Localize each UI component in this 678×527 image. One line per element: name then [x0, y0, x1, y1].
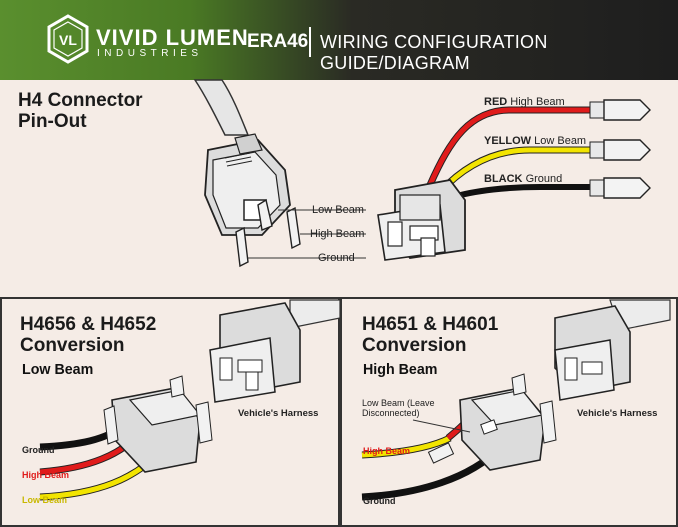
left-subtitle: Low Beam: [22, 361, 94, 378]
right-note-line1: Low Beam (Leave: [362, 398, 435, 408]
left-harness-label: Vehicle's Harness: [238, 408, 319, 419]
left-harness-illustration: [209, 299, 341, 403]
right-title-line2: Conversion: [362, 335, 467, 356]
left-wire-ground-label: Ground: [22, 445, 55, 455]
right-title-line1: H4651 & H4601: [362, 314, 499, 335]
right-section-title: H4651 & H4601 Conversion: [362, 314, 498, 356]
brand-name: VIVID LUMEN: [96, 25, 249, 50]
panel-left-border: [0, 297, 340, 527]
panel-right-border: [340, 297, 678, 527]
right-subtitle: High Beam: [363, 361, 438, 378]
logo-hexagon-icon: VL: [47, 14, 89, 64]
header-divider: [309, 27, 311, 57]
header-banner: VL VIVID LUMEN INDUSTRIES ERA46 WIRING C…: [0, 0, 678, 80]
h4-plug-illustration: [193, 79, 366, 268]
top-title-line2: Pin-Out: [18, 111, 87, 132]
left-plug-illustration: [39, 375, 213, 501]
wire-yellow-color-word: YELLOW: [484, 135, 532, 147]
pin-label-high-beam: High Beam: [310, 228, 365, 240]
right-wire-ground-label: Ground: [363, 496, 396, 506]
left-wire-high-label: High Beam: [22, 470, 70, 480]
right-harness-illustration: [554, 299, 671, 401]
wire-yellow-function: Low Beam: [534, 135, 587, 147]
right-wire-high-label: High Beam: [363, 446, 411, 456]
h4-socket-illustration: [377, 99, 651, 261]
left-section-title: H4656 & H4652 Conversion: [20, 314, 156, 356]
right-harness-label: Vehicle's Harness: [577, 408, 658, 419]
brand-subtitle: INDUSTRIES: [97, 48, 203, 59]
left-title-line2: Conversion: [20, 335, 125, 356]
right-plug-illustration: [361, 373, 557, 501]
pin-label-ground: Ground: [318, 252, 355, 264]
wire-red-function: High Beam: [510, 96, 565, 108]
model-number: ERA46: [247, 31, 309, 52]
wire-black-function: Ground: [525, 173, 563, 185]
right-note: Low Beam (Leave Disconnected): [362, 398, 435, 418]
wire-label-yellow: YELLOW Low Beam: [484, 135, 586, 147]
wire-label-black: BLACK Ground: [484, 173, 562, 185]
left-title-line1: H4656 & H4652: [20, 314, 157, 335]
top-section-title: H4 Connector Pin-Out: [18, 90, 143, 132]
wire-red-color-word: RED: [484, 96, 508, 108]
right-note-line2: Disconnected): [362, 408, 420, 418]
logo-letters: VL: [59, 32, 77, 48]
top-title-line1: H4 Connector: [18, 90, 143, 111]
wire-black-color-word: BLACK: [484, 173, 523, 185]
wire-label-red: RED High Beam: [484, 96, 565, 108]
left-wire-low-label: Low Beam: [22, 495, 68, 505]
page-title: WIRING CONFIGURATION GUIDE/DIAGRAM: [320, 32, 548, 73]
pin-label-low-beam: Low Beam: [312, 204, 364, 216]
